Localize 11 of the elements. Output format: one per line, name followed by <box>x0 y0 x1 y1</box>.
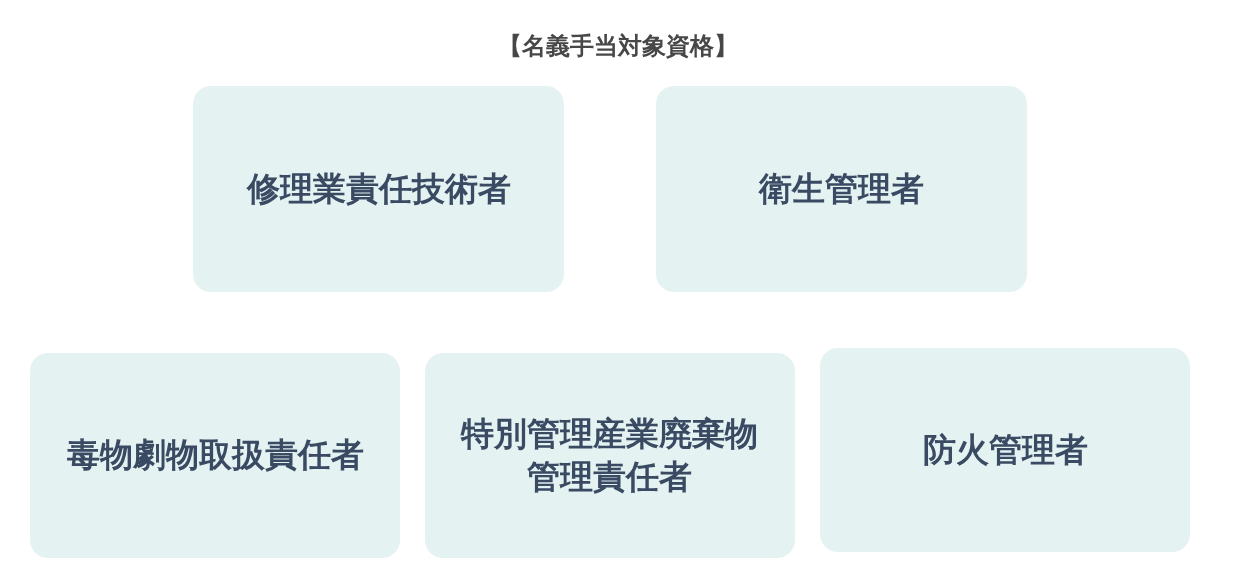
qualification-box <box>30 353 400 558</box>
title: 【名義手当対象資格】 <box>498 32 738 60</box>
qualification-name: 毒物劇物取扱責任者 <box>66 434 364 477</box>
qualification-box <box>425 353 795 558</box>
qualification-box <box>193 86 564 292</box>
qualification-name: 修理業責任技術者 <box>246 167 511 210</box>
qualification-name: 防火管理者 <box>922 428 1088 471</box>
qualification-name: 特別管理産業廃棄物管理責任者 <box>459 412 760 498</box>
qualification-name: 衛生管理者 <box>759 167 924 210</box>
qualification-box <box>820 348 1190 552</box>
qualification-box <box>656 86 1027 292</box>
